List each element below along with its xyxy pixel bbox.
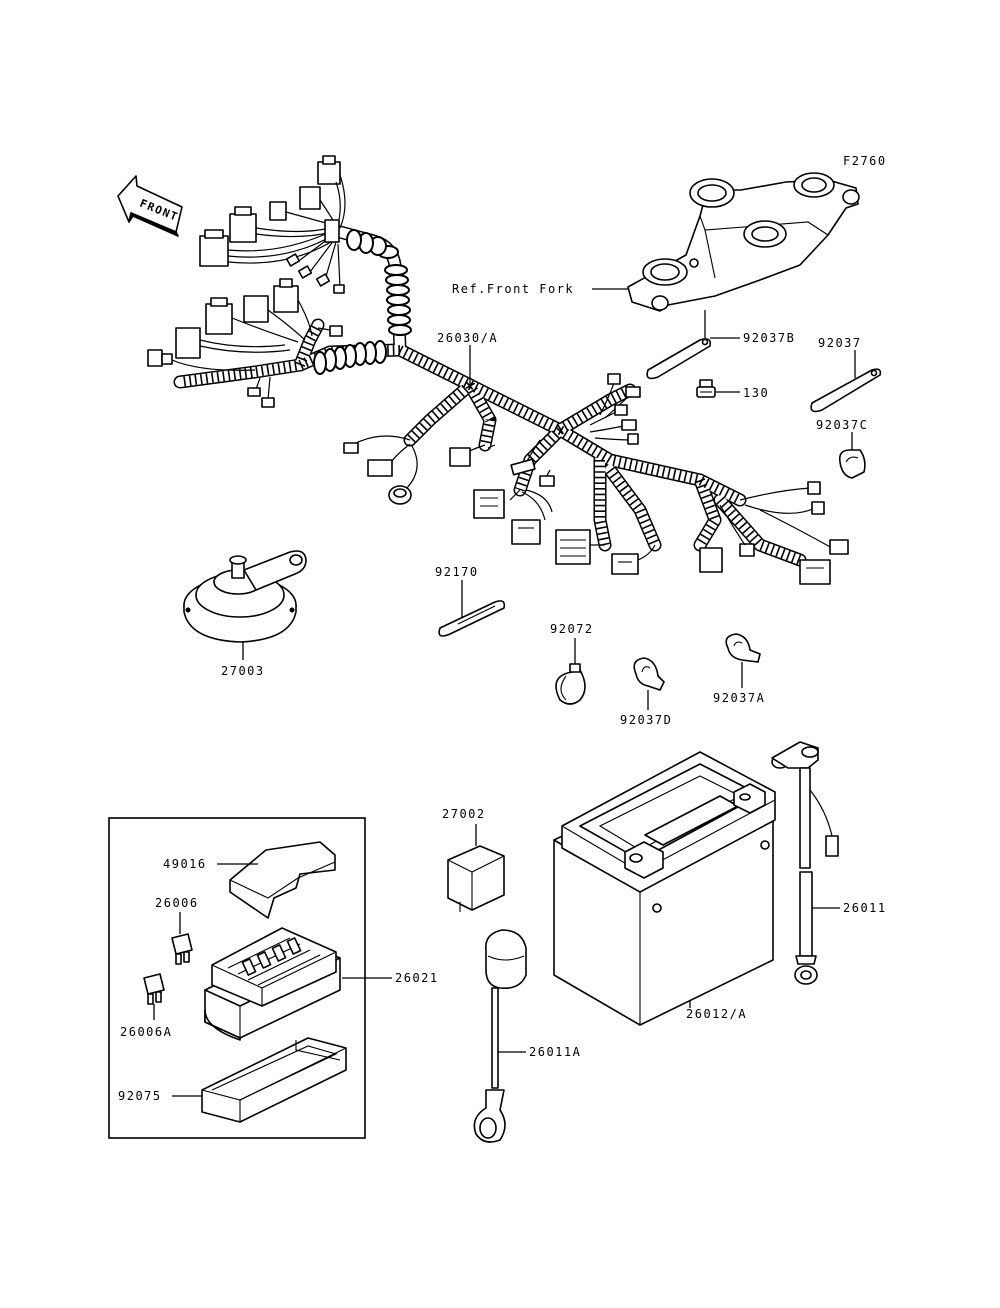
- tie-92072: [555, 663, 586, 705]
- battery-26012a: [553, 751, 776, 1026]
- label-92072: 92072: [550, 622, 594, 636]
- bracket-92037b: [646, 338, 712, 380]
- clamp-92037: [810, 368, 882, 413]
- label-26011a: 26011A: [529, 1045, 581, 1059]
- relay-27002: [447, 845, 505, 912]
- fuse-box-26021: [204, 927, 341, 1041]
- lead-26011a: [473, 929, 527, 1143]
- label-92037b: 92037B: [743, 331, 795, 345]
- figure-code: F2760: [843, 154, 887, 168]
- band-92170: [438, 600, 506, 637]
- case-92075: [201, 1037, 347, 1123]
- front-arrow: FRONT: [117, 175, 183, 237]
- horn-27003: [183, 550, 307, 643]
- label-49016: 49016: [163, 857, 207, 871]
- label-130: 130: [743, 386, 769, 400]
- lead-26011: [771, 741, 839, 985]
- label-26021: 26021: [395, 971, 439, 985]
- wiring-harness: [147, 155, 849, 585]
- fuse-26006a: [143, 973, 165, 1005]
- label-92170: 92170: [435, 565, 479, 579]
- label-26006a: 26006A: [120, 1025, 172, 1039]
- top-bracket: [627, 172, 860, 312]
- label-26011: 26011: [843, 901, 887, 915]
- label-27002: 27002: [442, 807, 486, 821]
- label-92037: 92037: [818, 336, 862, 350]
- label-92037c: 92037C: [816, 418, 868, 432]
- cover-49016: [229, 841, 336, 919]
- label-92037a: 92037A: [713, 691, 765, 705]
- label-26006: 26006: [155, 896, 199, 910]
- label-26030a: 26030/A: [437, 331, 498, 345]
- label-26012a: 26012/A: [686, 1007, 747, 1021]
- clamp-92037d: [633, 657, 665, 691]
- fuse-26006: [171, 933, 193, 965]
- label-92075: 92075: [118, 1089, 162, 1103]
- clamp-92037a: [725, 633, 761, 663]
- clamp-92037c: [838, 449, 866, 479]
- ref-front-fork-label: Ref.Front Fork: [452, 282, 574, 296]
- label-27003: 27003: [221, 664, 265, 678]
- bolt-130: [696, 379, 716, 398]
- label-92037d: 92037D: [620, 713, 672, 727]
